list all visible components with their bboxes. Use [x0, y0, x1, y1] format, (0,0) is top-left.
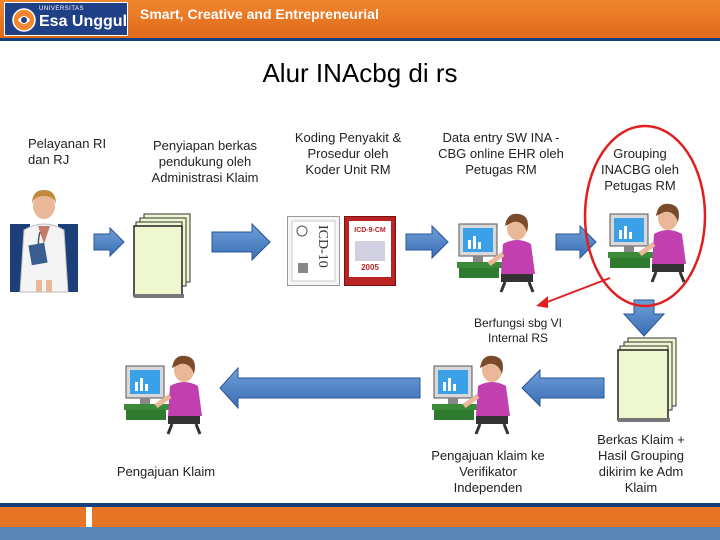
logo-emblem-icon: [12, 8, 36, 32]
label-pengajuan: Pengajuan Klaim: [116, 464, 216, 479]
feedback-arrow: [541, 277, 611, 305]
label-data-entry: Data entry SW INA -CBG online EHR oleh P…: [438, 130, 564, 177]
logo-name: Esa Unggul: [39, 13, 128, 30]
documents-icon: [133, 213, 191, 298]
grouping-highlight: [583, 124, 707, 308]
label-koding: Koding Penyakit & Prosedur oleh Koder Un…: [294, 130, 402, 177]
header-bar: UNIVERSITAS Esa Unggul Smart, Creative a…: [0, 0, 720, 38]
doctor-icon: [10, 190, 78, 293]
label-pengajuan-verifikator: Pengajuan klaim ke Verifikator Independe…: [431, 448, 545, 495]
university-logo: UNIVERSITAS Esa Unggul: [4, 2, 128, 36]
arrow-icon: [622, 299, 666, 337]
label-pelayanan: Pelayanan RI dan RJ: [28, 136, 107, 167]
computer-user-icon: [457, 213, 535, 293]
arrow-icon: [219, 366, 421, 410]
label-penyiapan: Penyiapan berkas pendukung oleh Administ…: [151, 138, 259, 185]
header-divider: [0, 38, 720, 41]
arrow-icon: [405, 224, 449, 260]
footer-bar: [0, 499, 720, 540]
label-berkas: Berkas Klaim + Hasil Grouping dikirim ke…: [597, 432, 685, 495]
icd9-book-icon: ICD-9-CM 2005: [344, 216, 396, 286]
logo-small-text: UNIVERSITAS: [39, 6, 85, 12]
tagline: Smart, Creative and Entrepreneurial: [140, 6, 379, 22]
arrow-icon: [93, 226, 125, 258]
label-grouping: Grouping INACBG oleh Petugas RM: [600, 146, 680, 193]
arrow-icon: [521, 368, 605, 408]
icd10-book-icon: ICD-10: [287, 216, 340, 286]
documents-icon: [617, 337, 677, 422]
slide-title: Alur INAcbg di rs: [262, 58, 458, 88]
computer-user-icon: [432, 355, 510, 435]
computer-user-icon: [608, 203, 686, 283]
arrow-icon: [211, 222, 271, 262]
computer-user-icon: [124, 355, 202, 435]
label-berfungsi: Berfungsi sbg VI Internal RS: [473, 316, 563, 345]
